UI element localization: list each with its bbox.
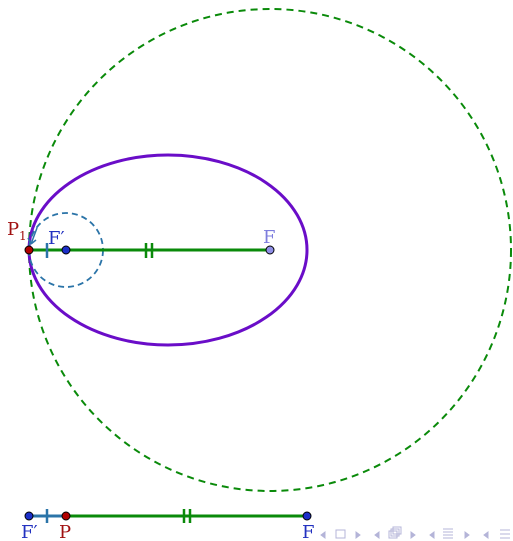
- label-p1-subscript: 1: [19, 229, 27, 243]
- label-fprime-top: F′: [48, 228, 65, 249]
- nav-right-icon[interactable]: [464, 531, 470, 539]
- nav-section-icon[interactable]: [443, 528, 453, 539]
- point-fprime-top: [61, 245, 71, 255]
- point-f-top: [265, 245, 275, 255]
- label-f-top: F: [263, 227, 276, 248]
- nav-subsection-icon[interactable]: [388, 526, 402, 539]
- point-p-bottom: [61, 511, 71, 521]
- nav-left-icon[interactable]: [374, 531, 380, 539]
- arrow-icon: [27, 227, 38, 245]
- nav-right-icon[interactable]: [410, 531, 416, 539]
- nav-left-icon[interactable]: [429, 531, 435, 539]
- label-p-bottom: P: [59, 522, 71, 541]
- nav-left-icon[interactable]: [483, 531, 489, 539]
- nav-frame-icon[interactable]: [335, 529, 346, 539]
- label-fprime-bottom: F′: [21, 522, 38, 541]
- label-f-bottom: F: [302, 522, 315, 541]
- point-p1: [24, 245, 34, 255]
- nav-equiv-icon[interactable]: [500, 529, 510, 539]
- point-fprime-bottom: [24, 511, 34, 521]
- nav-left-icon[interactable]: [320, 531, 326, 539]
- label-p1: P: [7, 219, 19, 240]
- navigation-bar[interactable]: [320, 526, 510, 539]
- point-f-bottom: [302, 511, 312, 521]
- nav-right-icon[interactable]: [355, 531, 361, 539]
